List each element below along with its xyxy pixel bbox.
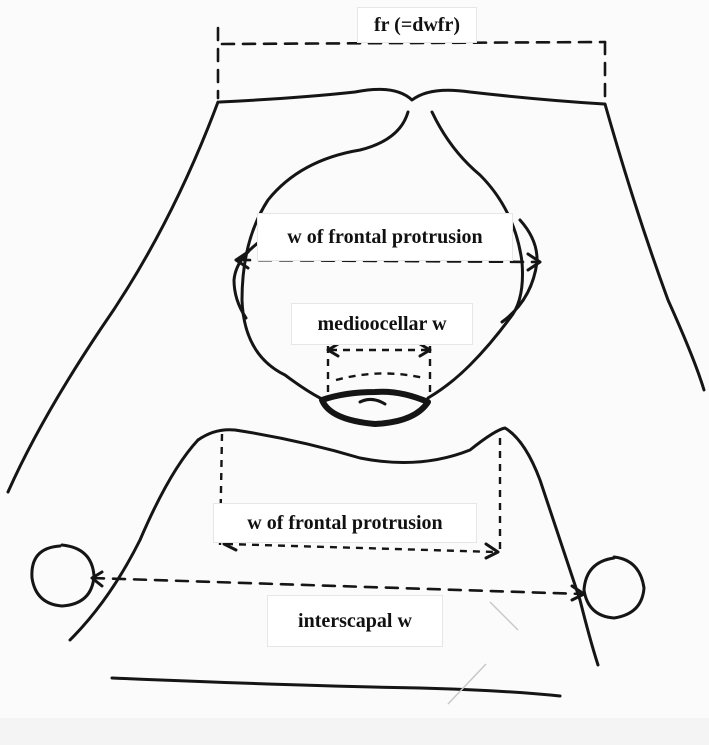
interscapal-width-label: interscapal w bbox=[268, 596, 442, 646]
lower-frontal-protrusion-label: w of frontal protrusion bbox=[214, 504, 476, 542]
left-scapula-circle bbox=[32, 545, 94, 606]
upper-frontal-protrusion-label: w of frontal protrusion bbox=[258, 214, 512, 260]
outer-right-line bbox=[605, 104, 704, 390]
frons-width-label: fr (=dwfr) bbox=[358, 8, 476, 42]
interscapal-line bbox=[92, 578, 582, 594]
upper-protrusion-line bbox=[238, 260, 538, 262]
ocellar-thick-base bbox=[322, 392, 428, 424]
right-scapula-circle bbox=[584, 557, 644, 618]
medioocellar-width-label: medioocellar w bbox=[292, 304, 472, 344]
bottom-line bbox=[112, 678, 560, 696]
outer-left-line bbox=[8, 102, 218, 492]
thorax-left-side bbox=[70, 440, 198, 640]
head-top-band bbox=[220, 89, 604, 104]
